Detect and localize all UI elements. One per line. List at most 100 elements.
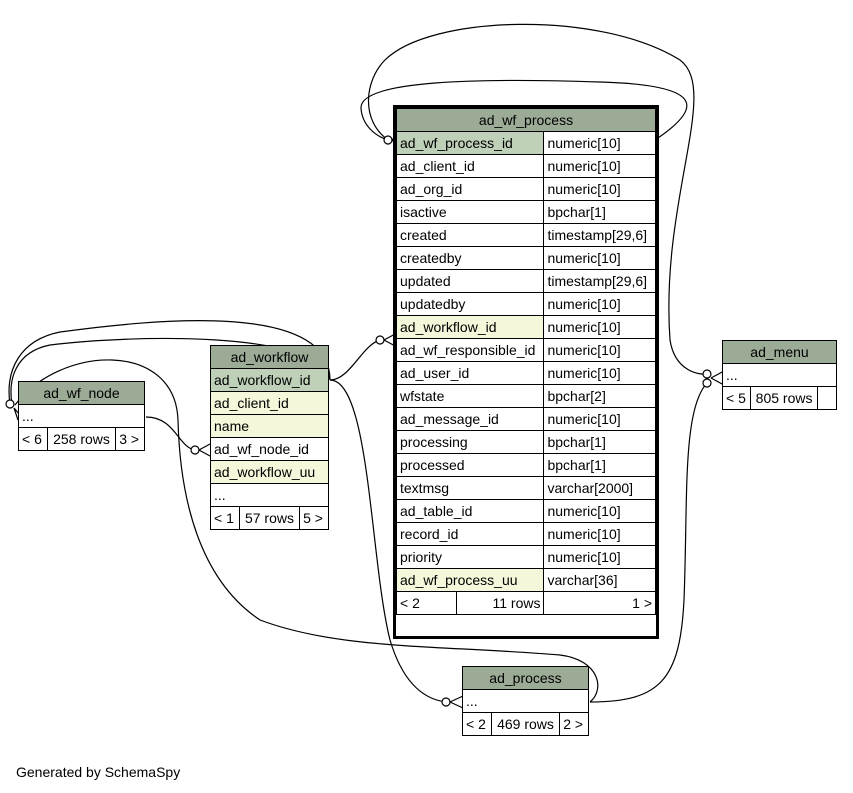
children-count[interactable]: 3 > xyxy=(115,427,145,451)
table-title[interactable]: ad_workflow xyxy=(210,345,329,369)
column-name[interactable]: ad_org_id xyxy=(395,177,545,201)
generated-by-footer: Generated by SchemaSpy xyxy=(16,764,181,780)
table-ad-menu[interactable]: ad_menu ... < 5 805 rows xyxy=(721,340,837,410)
column-row[interactable]: ad_client_id xyxy=(210,391,329,415)
column-name[interactable]: priority xyxy=(395,545,545,569)
column-type: varchar[2000] xyxy=(543,476,656,500)
column-name[interactable]: isactive xyxy=(395,200,545,224)
ad-wf-process-body: ad_wf_process xyxy=(396,108,656,132)
children-count[interactable]: 1 > xyxy=(543,591,656,615)
column-name[interactable]: wfstate xyxy=(395,384,545,408)
column-name[interactable]: ad_client_id xyxy=(210,391,329,415)
column-row[interactable]: ad_workflow_uu xyxy=(210,460,329,484)
column-name[interactable]: processed xyxy=(395,453,545,477)
column-name[interactable]: created xyxy=(395,223,545,247)
column-name[interactable]: ad_user_id xyxy=(395,361,545,385)
column-name[interactable]: ad_wf_node_id xyxy=(210,437,329,461)
column-row[interactable]: name xyxy=(210,414,329,438)
column-name[interactable]: ad_workflow_id xyxy=(395,315,545,339)
parents-count[interactable]: < 2 xyxy=(396,591,457,615)
column-name[interactable]: ad_wf_process_id xyxy=(395,131,545,155)
column-ellipsis: ... xyxy=(18,404,145,428)
column-name[interactable]: processing xyxy=(395,430,545,454)
ad-wf-process-footer: < 2 11 rows 1 > xyxy=(396,591,656,615)
column-name[interactable]: record_id xyxy=(395,522,545,546)
children-count[interactable]: 2 > xyxy=(559,712,589,736)
children-count[interactable]: 5 > xyxy=(299,506,329,530)
column-name[interactable]: ad_message_id xyxy=(395,407,545,431)
edge-endpoint-circle xyxy=(5,399,15,409)
column-type: timestamp[29,6] xyxy=(543,223,656,247)
column-type: bpchar[2] xyxy=(543,384,656,408)
table-title[interactable]: ad_wf_process xyxy=(396,108,656,132)
column-name[interactable]: ad_workflow_id xyxy=(210,368,329,392)
row-count: 805 rows xyxy=(750,386,818,410)
children-count[interactable] xyxy=(817,386,837,410)
column-name[interactable]: ad_wf_process_uu xyxy=(395,568,545,592)
row-count: 258 rows xyxy=(46,427,117,451)
table-ad-wf-node[interactable]: ad_wf_node ... < 6 258 rows 3 > xyxy=(18,381,145,451)
column-name[interactable]: ad_wf_responsible_id xyxy=(395,338,545,362)
column-name[interactable]: ... xyxy=(210,483,329,507)
edge-endpoint-circle xyxy=(375,335,385,345)
column-name[interactable]: ad_workflow_uu xyxy=(210,460,329,484)
column-type: numeric[10] xyxy=(543,545,656,569)
table-ad-process[interactable]: ad_process ... < 2 469 rows 2 > xyxy=(462,666,589,736)
table-title[interactable]: ad_wf_node xyxy=(18,381,145,405)
row-count: 57 rows xyxy=(238,506,301,530)
column-type: numeric[10] xyxy=(543,246,656,270)
column-name[interactable]: textmsg xyxy=(395,476,545,500)
column-type: varchar[36] xyxy=(543,568,656,592)
edge-endpoint-circle xyxy=(441,697,451,707)
column-type: bpchar[1] xyxy=(543,430,656,454)
parents-count[interactable]: < 5 xyxy=(721,386,752,410)
table-title[interactable]: ad_process xyxy=(462,666,589,690)
edge-endpoint-circle xyxy=(702,369,712,379)
column-row[interactable]: ad_wf_node_id xyxy=(210,437,329,461)
parents-count[interactable]: < 6 xyxy=(18,427,48,451)
column-name[interactable]: updatedby xyxy=(395,292,545,316)
column-name[interactable]: ad_table_id xyxy=(395,499,545,523)
column-type: numeric[10] xyxy=(543,407,656,431)
column-name[interactable]: updated xyxy=(395,269,545,293)
column-type: numeric[10] xyxy=(543,131,656,155)
column-row[interactable]: ad_workflow_id xyxy=(210,368,329,392)
edge-endpoint-circle xyxy=(702,378,712,388)
column-name[interactable]: name xyxy=(210,414,329,438)
column-type: numeric[10] xyxy=(543,154,656,178)
parents-count[interactable]: < 1 xyxy=(210,506,240,530)
column-type: numeric[10] xyxy=(543,522,656,546)
column-name[interactable]: createdby xyxy=(395,246,545,270)
parents-count[interactable]: < 2 xyxy=(462,712,492,736)
column-name[interactable]: ad_client_id xyxy=(395,154,545,178)
column-row[interactable]: ... xyxy=(210,483,329,507)
column-type: numeric[10] xyxy=(543,315,656,339)
edge-wf-process-self xyxy=(360,79,688,141)
column-type: numeric[10] xyxy=(543,177,656,201)
table-title[interactable]: ad_menu xyxy=(722,340,837,364)
